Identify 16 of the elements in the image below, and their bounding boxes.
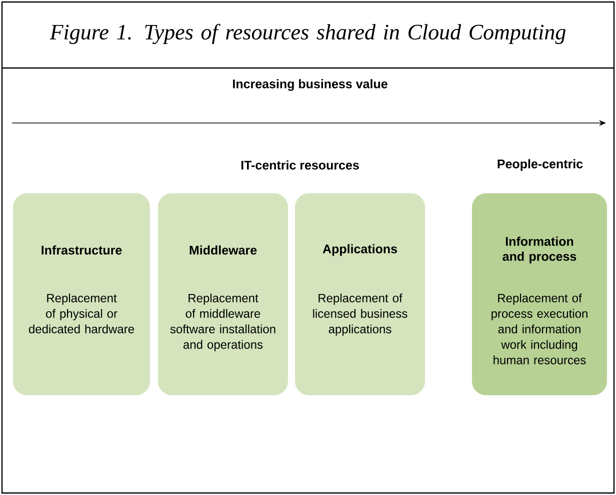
- resource-box: [13, 193, 150, 396]
- box-description: Replacement of physical or dedicated hardware: [28, 294, 134, 334]
- resource-box: [295, 193, 425, 396]
- box-heading: Middleware: [190, 245, 257, 255]
- box-heading: Applications: [322, 244, 397, 256]
- box-heading: Infrastructure: [42, 245, 122, 255]
- section-label: People-centric: [498, 159, 583, 171]
- box-description: Replacement of process execution and information work including human resources: [492, 294, 588, 364]
- box-description: Replacement of licensed business applications: [313, 294, 408, 336]
- box-heading: Information and process: [502, 236, 576, 264]
- section-label: Increasing business value: [233, 79, 388, 91]
- resource-box: [472, 193, 607, 396]
- resource-box: [158, 193, 288, 396]
- box-description: Replacement of middleware software installation and operations: [170, 294, 276, 352]
- section-label: IT-centric resources: [241, 160, 359, 170]
- figure-title: Figure 1. Types of resources shared in Cloud Computing: [50, 24, 566, 44]
